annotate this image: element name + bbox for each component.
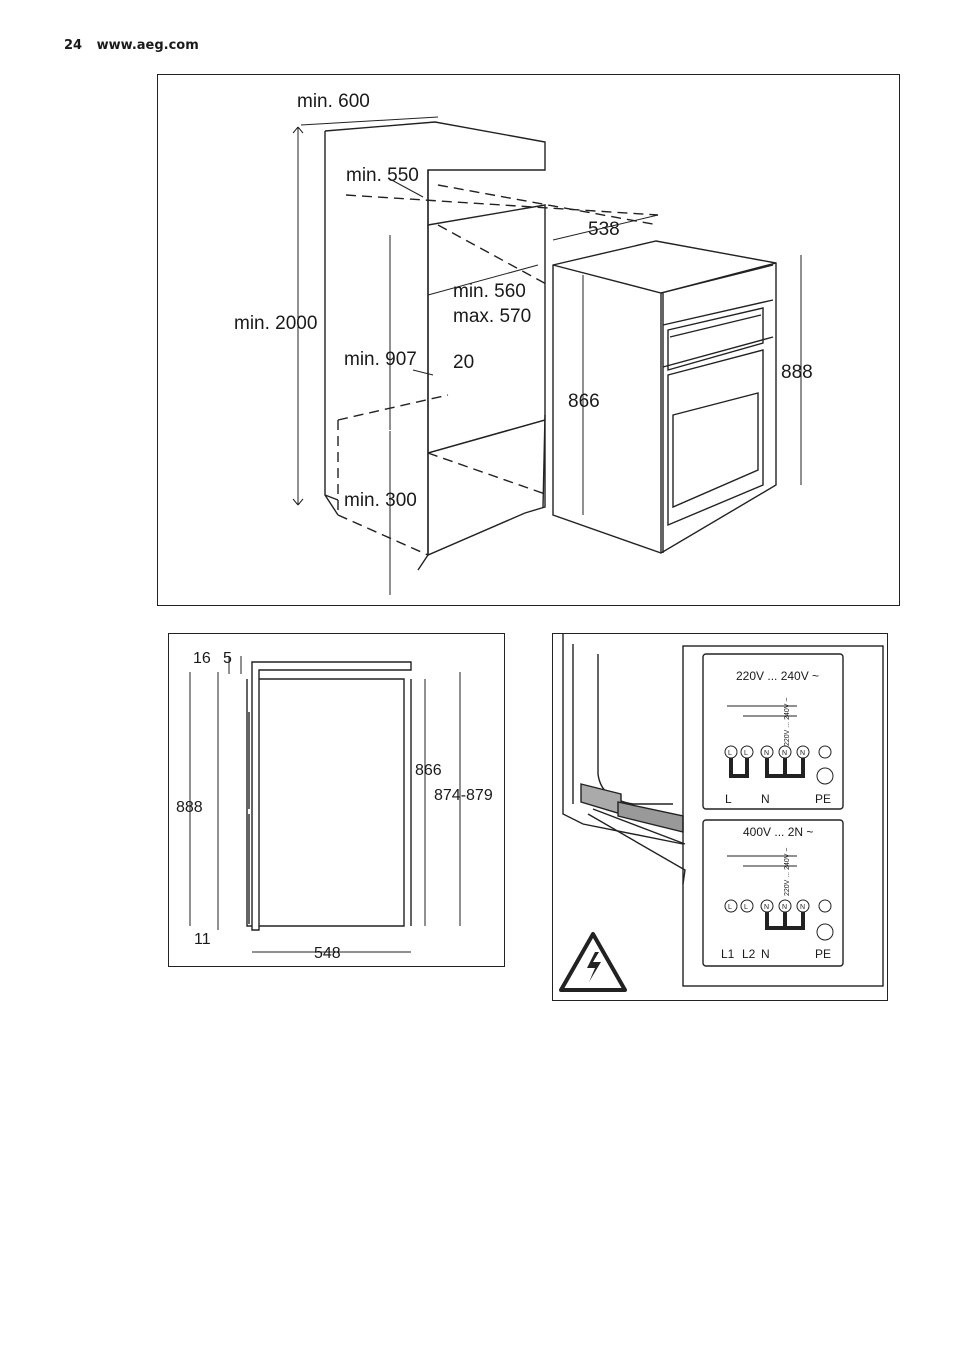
terminal-l1: L [728,750,732,757]
dim-niche-depth: min. 560 [453,281,526,302]
single-phase-label-n: N [761,792,770,806]
connection-diagram: 220V ... 240V ~ 400V ... 2N ~ 220V ... 2… [552,633,888,1001]
dim-min-width: min. 600 [297,91,370,112]
two-phase-label-n: N [761,947,770,961]
two-phase-voltage: 400V ... 2N ~ [743,825,813,839]
single-phase-label-pe: PE [815,792,831,806]
terminal-l2: L [744,750,748,757]
side-dimension-diagram: 16 5 888 866 874-879 11 548 [168,633,505,967]
dim-min-depth: min. 550 [346,165,419,186]
dim-oven-height: 866 [568,391,600,412]
website-link[interactable]: www.aeg.com [96,38,199,53]
terminal-2-l2: L [744,904,748,911]
terminal-n3: N [800,750,805,757]
dim-front-height: 888 [781,362,813,383]
single-phase-rotated-label: 220V ... 240V ~ [784,698,791,746]
cabinet-drawing: min. 600 min. 550 min. 2000 min. 907 min… [234,91,813,595]
dim-niche-depth-max: max. 570 [453,306,531,327]
dim-bottom-offset: 11 [194,931,211,948]
dim-bottom-height: min. 300 [344,490,417,511]
dim-depth: 548 [314,945,341,962]
two-phase-label-l2: L2 [742,947,756,961]
dim-niche-height: min. 907 [344,349,417,370]
dim-top-a: 16 [193,650,211,667]
terminal-2-n3: N [800,904,805,911]
page-header: 24 www.aeg.com [64,38,209,53]
dim-height-left: 888 [176,799,203,816]
dim-top-b: 5 [223,650,232,667]
terminal-n1: N [764,750,769,757]
single-phase-voltage: 220V ... 240V ~ [736,669,819,683]
connection-drawing: 220V ... 240V ~ 400V ... 2N ~ 220V ... 2… [559,634,884,992]
terminal-2-l1: L [728,904,732,911]
terminal-2-n1: N [764,904,769,911]
terminal-n2: N [782,750,787,757]
page-number: 24 [64,38,83,53]
dim-gap: 20 [453,352,474,373]
terminal-2-n2: N [782,904,787,911]
dim-height-inner: 866 [415,762,442,779]
two-phase-label-l1: L1 [721,947,735,961]
dim-min-height: min. 2000 [234,313,317,334]
single-phase-label-l: L [725,792,732,806]
two-phase-rotated-label: 220V ... 240V ~ [784,848,791,896]
high-voltage-warning-icon [559,932,627,992]
two-phase-label-pe: PE [815,947,831,961]
installation-diagram: min. 600 min. 550 min. 2000 min. 907 min… [157,74,900,606]
side-drawing: 16 5 888 866 874-879 11 548 [176,650,493,962]
dim-oven-depth: 538 [588,219,620,240]
dim-height-range: 874-879 [434,787,493,804]
